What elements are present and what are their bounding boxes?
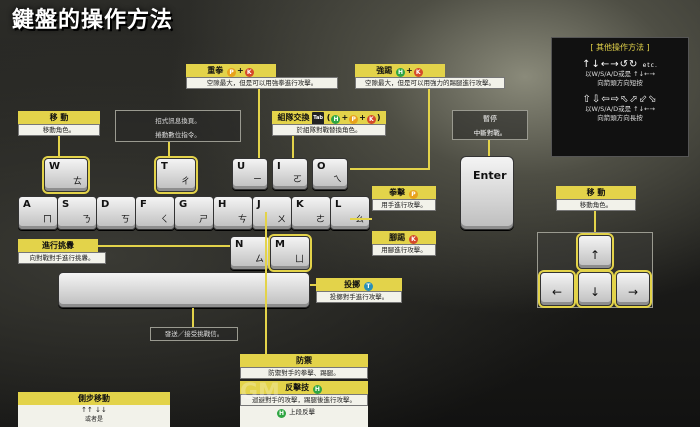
key-down[interactable]: ↓	[576, 270, 614, 308]
partner-swap-desc: 於組隊對戰替換角色。	[272, 124, 386, 136]
connector	[488, 140, 490, 158]
throw-icon: T	[363, 282, 373, 291]
tap-arrows-icon: ↑↓←→↺↻ etc.	[582, 59, 658, 70]
h-icon: H	[396, 68, 406, 77]
pause-label: 暫停	[483, 115, 497, 123]
hold-desc-2: 向箭頭方向長按	[597, 114, 643, 122]
throw-label: 投擲 T	[316, 278, 402, 291]
punch-label: 拳擊 P	[372, 186, 436, 199]
connector	[168, 142, 170, 157]
sidestep-arrows: ↑↑ ↓↓	[81, 406, 107, 414]
strong-kick-desc: 空隙最大，但是可以用強力的踢腿進行攻擊。	[355, 77, 505, 89]
kick-desc: 用腳進行攻擊。	[372, 244, 436, 256]
taunt-desc: 向對戰對手進行挑釁。	[18, 252, 106, 264]
hint-page: 招式訊息換頁。	[155, 117, 201, 125]
connector	[258, 89, 260, 164]
move-label: 移 動	[18, 111, 100, 124]
punch-icon: P	[349, 115, 359, 124]
h-icon: H	[312, 385, 322, 394]
move-desc: 移動角色。	[18, 124, 100, 136]
connector	[265, 212, 267, 354]
connector	[350, 218, 372, 220]
sidestep-label: 側步移動	[18, 392, 170, 405]
tap-desc-1: 以W/S/A/D或是 ↑↓←→	[585, 70, 655, 78]
key-right[interactable]: →	[614, 270, 652, 308]
counter-label: 反擊技 H	[240, 381, 368, 394]
connector	[594, 211, 596, 235]
throw-desc: 投擲對手進行攻擊。	[316, 291, 402, 303]
guard-desc: 防禦對手的拳擊、踢腿。	[240, 367, 368, 379]
connector	[58, 136, 60, 158]
kick-icon: K	[366, 115, 376, 124]
watermark: GM	[240, 380, 280, 405]
strong-kick-label: 強踢 H+K	[355, 64, 445, 77]
kick-icon: K	[408, 235, 418, 244]
key-space[interactable]	[58, 272, 310, 308]
key-up[interactable]: ↑	[576, 233, 614, 271]
sidestep-box: ↑↑ ↓↓ 或者是	[18, 405, 170, 427]
key-left[interactable]: ←	[538, 270, 576, 308]
counter-desc: 迴避對手的攻擊，踢腿後進行攻擊。	[240, 394, 368, 406]
kick-icon: K	[244, 68, 254, 77]
send-desc: 發送／接受挑戰信。	[164, 330, 224, 338]
key-enter[interactable]: Enter	[460, 156, 514, 230]
connector	[350, 168, 430, 170]
punch-icon: P	[227, 68, 237, 77]
heavy-punch-desc: 空隙最大，但是可以用強拳進行攻擊。	[186, 77, 338, 89]
sidestep-sub: 或者是	[84, 416, 103, 423]
pause-desc: 中斷對戰。	[473, 129, 507, 137]
connector	[98, 245, 230, 247]
counter-item-high: H 上段反擊	[277, 408, 316, 418]
h-icon: H	[331, 115, 341, 124]
counter-list: H 上段反擊	[240, 406, 368, 427]
hint-box: 招式訊息換頁。 捲動數位指令。	[115, 110, 241, 142]
other-methods-header: [ 其他操作方法 ]	[590, 43, 650, 52]
hold-desc-1: 以W/S/A/D或是 ↑↓←→	[585, 105, 655, 113]
punch-icon: P	[408, 190, 418, 199]
move-right-label: 移 動	[556, 186, 636, 199]
send-box: 發送／接受挑戰信。	[150, 327, 238, 341]
other-methods-panel: [ 其他操作方法 ] ↑↓←→↺↻ etc. 以W/S/A/D或是 ↑↓←→ 向…	[551, 37, 689, 157]
connector	[428, 89, 430, 169]
punch-desc: 用手進行攻擊。	[372, 199, 436, 211]
move-right-desc: 移動角色。	[556, 199, 636, 211]
h-icon: H	[277, 409, 286, 418]
tab-icon: Tab	[312, 112, 324, 125]
hint-scroll: 捲動數位指令。	[155, 131, 201, 139]
hold-arrows-icon: ⇧⇩⇦⇨⬁⬀⬃⬂	[582, 94, 658, 105]
heavy-punch-label: 重拳 P+K	[186, 64, 276, 77]
guard-label: 防禦	[240, 354, 368, 367]
partner-swap-label: 組隊交換 Tab (H+P+K)	[272, 111, 386, 125]
connector	[192, 308, 194, 328]
connector	[292, 136, 294, 164]
tap-desc-2: 向箭頭方向短按	[597, 79, 643, 87]
kick-label: 腳踢 K	[372, 231, 436, 244]
page-title: 鍵盤的操作方法	[12, 8, 174, 33]
kick-icon: K	[413, 68, 423, 77]
pause-box: 暫停 中斷對戰。	[452, 110, 528, 140]
taunt-label: 進行挑釁	[18, 239, 98, 252]
